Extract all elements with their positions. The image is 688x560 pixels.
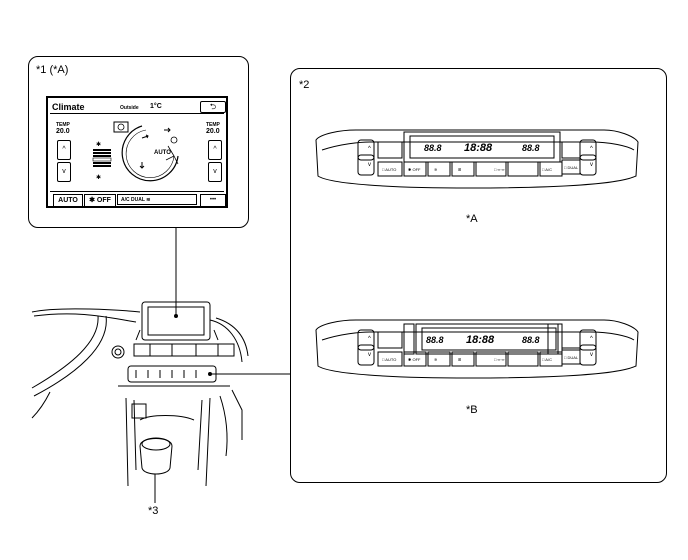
more-button[interactable]: ••• xyxy=(200,194,226,207)
svg-text:88.8: 88.8 xyxy=(522,335,540,345)
svg-text:≋: ≋ xyxy=(434,167,437,172)
chevron-down-icon: v xyxy=(62,168,66,175)
svg-text:18:88: 18:88 xyxy=(464,142,493,154)
outside-label: Outside xyxy=(120,105,139,111)
right-temp-down-button[interactable]: v xyxy=(208,162,222,182)
panel-callout-box xyxy=(290,68,667,483)
fan-off-button[interactable]: ✱ OFF xyxy=(84,194,116,207)
airflow-graphic: ✱ ✱ AUTO xyxy=(92,121,179,182)
svg-text:^: ^ xyxy=(368,336,371,342)
svg-text:□ AUTO: □ AUTO xyxy=(382,167,396,172)
chevron-down-icon: v xyxy=(213,168,217,175)
right-temp-label: TEMP xyxy=(206,122,220,128)
svg-text:v: v xyxy=(368,352,371,358)
svg-text:✱ OFF: ✱ OFF xyxy=(408,357,421,362)
defrost-icon: ≋ xyxy=(146,197,151,203)
fan-icon: ✱ xyxy=(89,197,95,204)
ac-dual-button[interactable]: A/C DUAL ≋ xyxy=(117,194,197,205)
panel-b-lcd: 88.8 18:88 88.8 xyxy=(426,334,540,346)
screen-callout-box xyxy=(28,56,249,228)
svg-text:^: ^ xyxy=(368,146,371,152)
svg-text:□ ∞ ∞: □ ∞ ∞ xyxy=(494,357,504,362)
right-temp-up-button[interactable]: ^ xyxy=(208,140,222,160)
fan-speed-bars: ✱ ✱ xyxy=(92,141,112,181)
callout-3: *3 xyxy=(148,505,159,517)
climate-screen: Climate Outside 1°C ⮌ TEMP 20.0 ^ v TEMP… xyxy=(46,96,228,208)
auto-button-label: AUTO xyxy=(58,197,78,204)
callout-1: *1 (*A) xyxy=(36,64,69,76)
dashboard-outline xyxy=(31,301,249,487)
control-panel-b xyxy=(315,319,639,379)
svg-text:□ DUAL: □ DUAL xyxy=(564,165,579,170)
svg-text:□ AUTO: □ AUTO xyxy=(382,357,396,362)
svg-text:88.8: 88.8 xyxy=(424,143,442,153)
back-button[interactable]: ⮌ xyxy=(200,101,226,113)
auto-mode-label: AUTO xyxy=(154,150,171,156)
control-panel-a xyxy=(315,129,639,189)
callout-panel-b: *B xyxy=(466,404,478,416)
svg-text:v: v xyxy=(590,352,593,358)
back-arrow-icon: ⮌ xyxy=(209,102,217,111)
recirc-icon xyxy=(113,121,129,133)
svg-text:□ ∞ ∞: □ ∞ ∞ xyxy=(494,167,504,172)
svg-text:18:88: 18:88 xyxy=(466,334,495,346)
callout-2: *2 xyxy=(299,79,310,91)
climate-title: Climate xyxy=(52,102,85,112)
panel-a-lcd: 88.8 18:88 88.8 xyxy=(424,142,540,154)
chevron-up-icon: ^ xyxy=(213,146,217,153)
left-temp-down-button[interactable]: v xyxy=(57,162,71,182)
svg-text:v: v xyxy=(590,162,593,168)
svg-text:88.8: 88.8 xyxy=(426,335,444,345)
more-icon: ••• xyxy=(209,197,217,203)
panel-b-labels: □ AUTO ✱ OFF ≋ ⊞ □ ∞ ∞ □ A/C □ DUAL ^ v … xyxy=(368,336,593,362)
svg-text:✱: ✱ xyxy=(96,174,101,181)
svg-text:v: v xyxy=(368,162,371,168)
fan-off-label: OFF xyxy=(96,197,111,204)
left-temp-value: 20.0 xyxy=(56,128,70,135)
svg-text:□ A/C: □ A/C xyxy=(542,167,552,172)
auto-button[interactable]: AUTO xyxy=(53,194,83,207)
outside-temp: 1°C xyxy=(150,103,162,110)
svg-text:⊞: ⊞ xyxy=(458,167,461,172)
svg-text:^: ^ xyxy=(590,336,593,342)
left-temp-up-button[interactable]: ^ xyxy=(57,140,71,160)
right-temp-value: 20.0 xyxy=(206,128,220,135)
svg-text:≋: ≋ xyxy=(434,357,437,362)
svg-text:✱: ✱ xyxy=(96,141,101,148)
callout-panel-a: *A xyxy=(466,213,478,225)
svg-text:88.8: 88.8 xyxy=(522,143,540,153)
svg-text:□ DUAL: □ DUAL xyxy=(564,355,579,360)
ac-dual-label: A/C DUAL xyxy=(121,197,145,203)
svg-text:⊞: ⊞ xyxy=(458,357,461,362)
chevron-up-icon: ^ xyxy=(62,146,66,153)
left-temp-label: TEMP xyxy=(56,122,70,128)
svg-text:✱ OFF: ✱ OFF xyxy=(408,167,421,172)
panel-a-labels: □ AUTO ✱ OFF ≋ ⊞ □ ∞ ∞ □ A/C □ DUAL ^ v … xyxy=(368,146,593,172)
svg-text:□ A/C: □ A/C xyxy=(542,357,552,362)
svg-text:^: ^ xyxy=(590,146,593,152)
